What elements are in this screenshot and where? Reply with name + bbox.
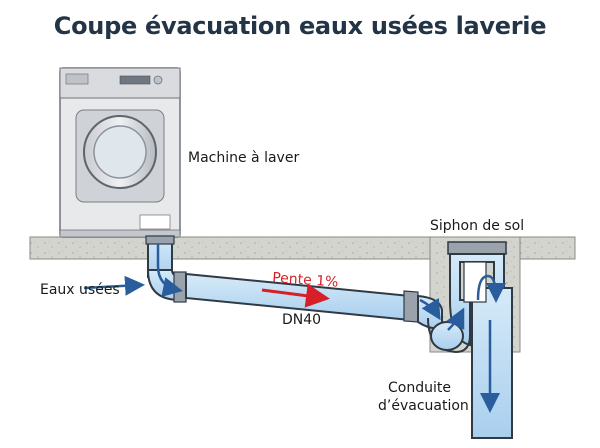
label-inflow: Eaux usées xyxy=(40,282,120,298)
label-slope: Pente 1% xyxy=(272,270,339,291)
elbow-flow-arrow xyxy=(156,244,183,297)
label-pipe-size: DN40 xyxy=(282,312,321,328)
slope-arrow xyxy=(261,283,330,308)
flow-arrows xyxy=(83,244,506,413)
siphon-over-arrow xyxy=(476,274,506,303)
washing-machine xyxy=(59,67,181,238)
label-machine: Machine à laver xyxy=(188,150,299,166)
label-drain-line2: d’évacuation xyxy=(378,398,469,414)
diagram-title: Coupe évacuation eaux usées laverie xyxy=(53,12,547,40)
siphon-rise-arrow xyxy=(446,307,465,331)
label-siphon: Siphon de sol xyxy=(430,218,524,234)
label-drain-line1: Conduite xyxy=(388,380,451,396)
inflow-arrow xyxy=(83,275,145,296)
siphon-in-arrow xyxy=(419,297,441,321)
